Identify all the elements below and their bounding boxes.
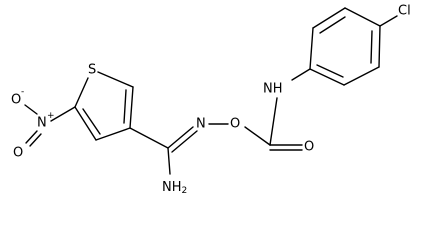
bond-ph-inner-a (319, 16, 346, 34)
bond-c3-c2 (129, 86, 134, 129)
bond-ph-inner-b (370, 30, 373, 64)
bond-c3-c2-inner (123, 89, 127, 124)
atom-nitro-nitrogen: N (37, 116, 47, 131)
bond-ph-4-5 (378, 25, 381, 68)
bond-ph-5-6 (343, 66, 380, 86)
bond-s-c5 (74, 77, 89, 108)
amine-subscript: 2 (182, 186, 188, 196)
bond-c3-amidine-c (129, 127, 169, 149)
bonds (24, 7, 398, 175)
bond-o-carbonyl-c (244, 126, 271, 146)
bond-amidine-c-n-2 (171, 130, 198, 153)
bond-c5-c4-inner (82, 108, 101, 135)
bond-nitro-n-o-double-1 (25, 130, 38, 144)
amine-label: NH (162, 180, 182, 195)
bond-amidine-c-n-1 (167, 126, 194, 149)
chemical-structure: S N + O - O N NH2 O O NH Cl (11, 4, 411, 196)
bond-ph-1-2 (309, 27, 314, 70)
bond-nitro-n-o-minus (24, 104, 38, 115)
bond-ph-6-1 (309, 68, 345, 86)
bond-carbonyl-c-nh (269, 97, 278, 146)
atom-labels: S N + O - O N NH2 O O NH Cl (11, 4, 411, 196)
bond-nh-phenyl (291, 68, 311, 81)
atom-carbonyl-oxygen: O (304, 140, 314, 155)
charge-nitro-plus: + (47, 111, 55, 121)
bond-c5-nitro-n (50, 106, 76, 122)
atom-ester-oxygen: O (230, 117, 240, 132)
charge-nitro-minus: - (21, 87, 24, 97)
bond-ph-2-3 (312, 7, 346, 29)
bond-c2-s (97, 71, 134, 88)
atom-amidine-nitrogen: N (196, 117, 206, 132)
bond-ph-inner-c (316, 64, 344, 78)
atom-sulfur: S (88, 63, 96, 78)
bond-ph-cl (379, 15, 398, 27)
atom-nitro-oxygen-charged: O (11, 93, 21, 108)
bond-ph-3-4 (344, 7, 381, 27)
atom-carbamate-nh: NH (263, 82, 283, 97)
bond-nitro-n-o-double-2 (29, 133, 42, 147)
bond-amidine-c-nh2 (167, 147, 171, 175)
atom-chlorine: Cl (398, 4, 411, 19)
bond-c5-c4 (74, 106, 97, 141)
atom-nitro-oxygen-double: O (13, 146, 23, 161)
bond-c4-c3 (95, 127, 131, 141)
atom-amine: NH2 (162, 180, 187, 196)
